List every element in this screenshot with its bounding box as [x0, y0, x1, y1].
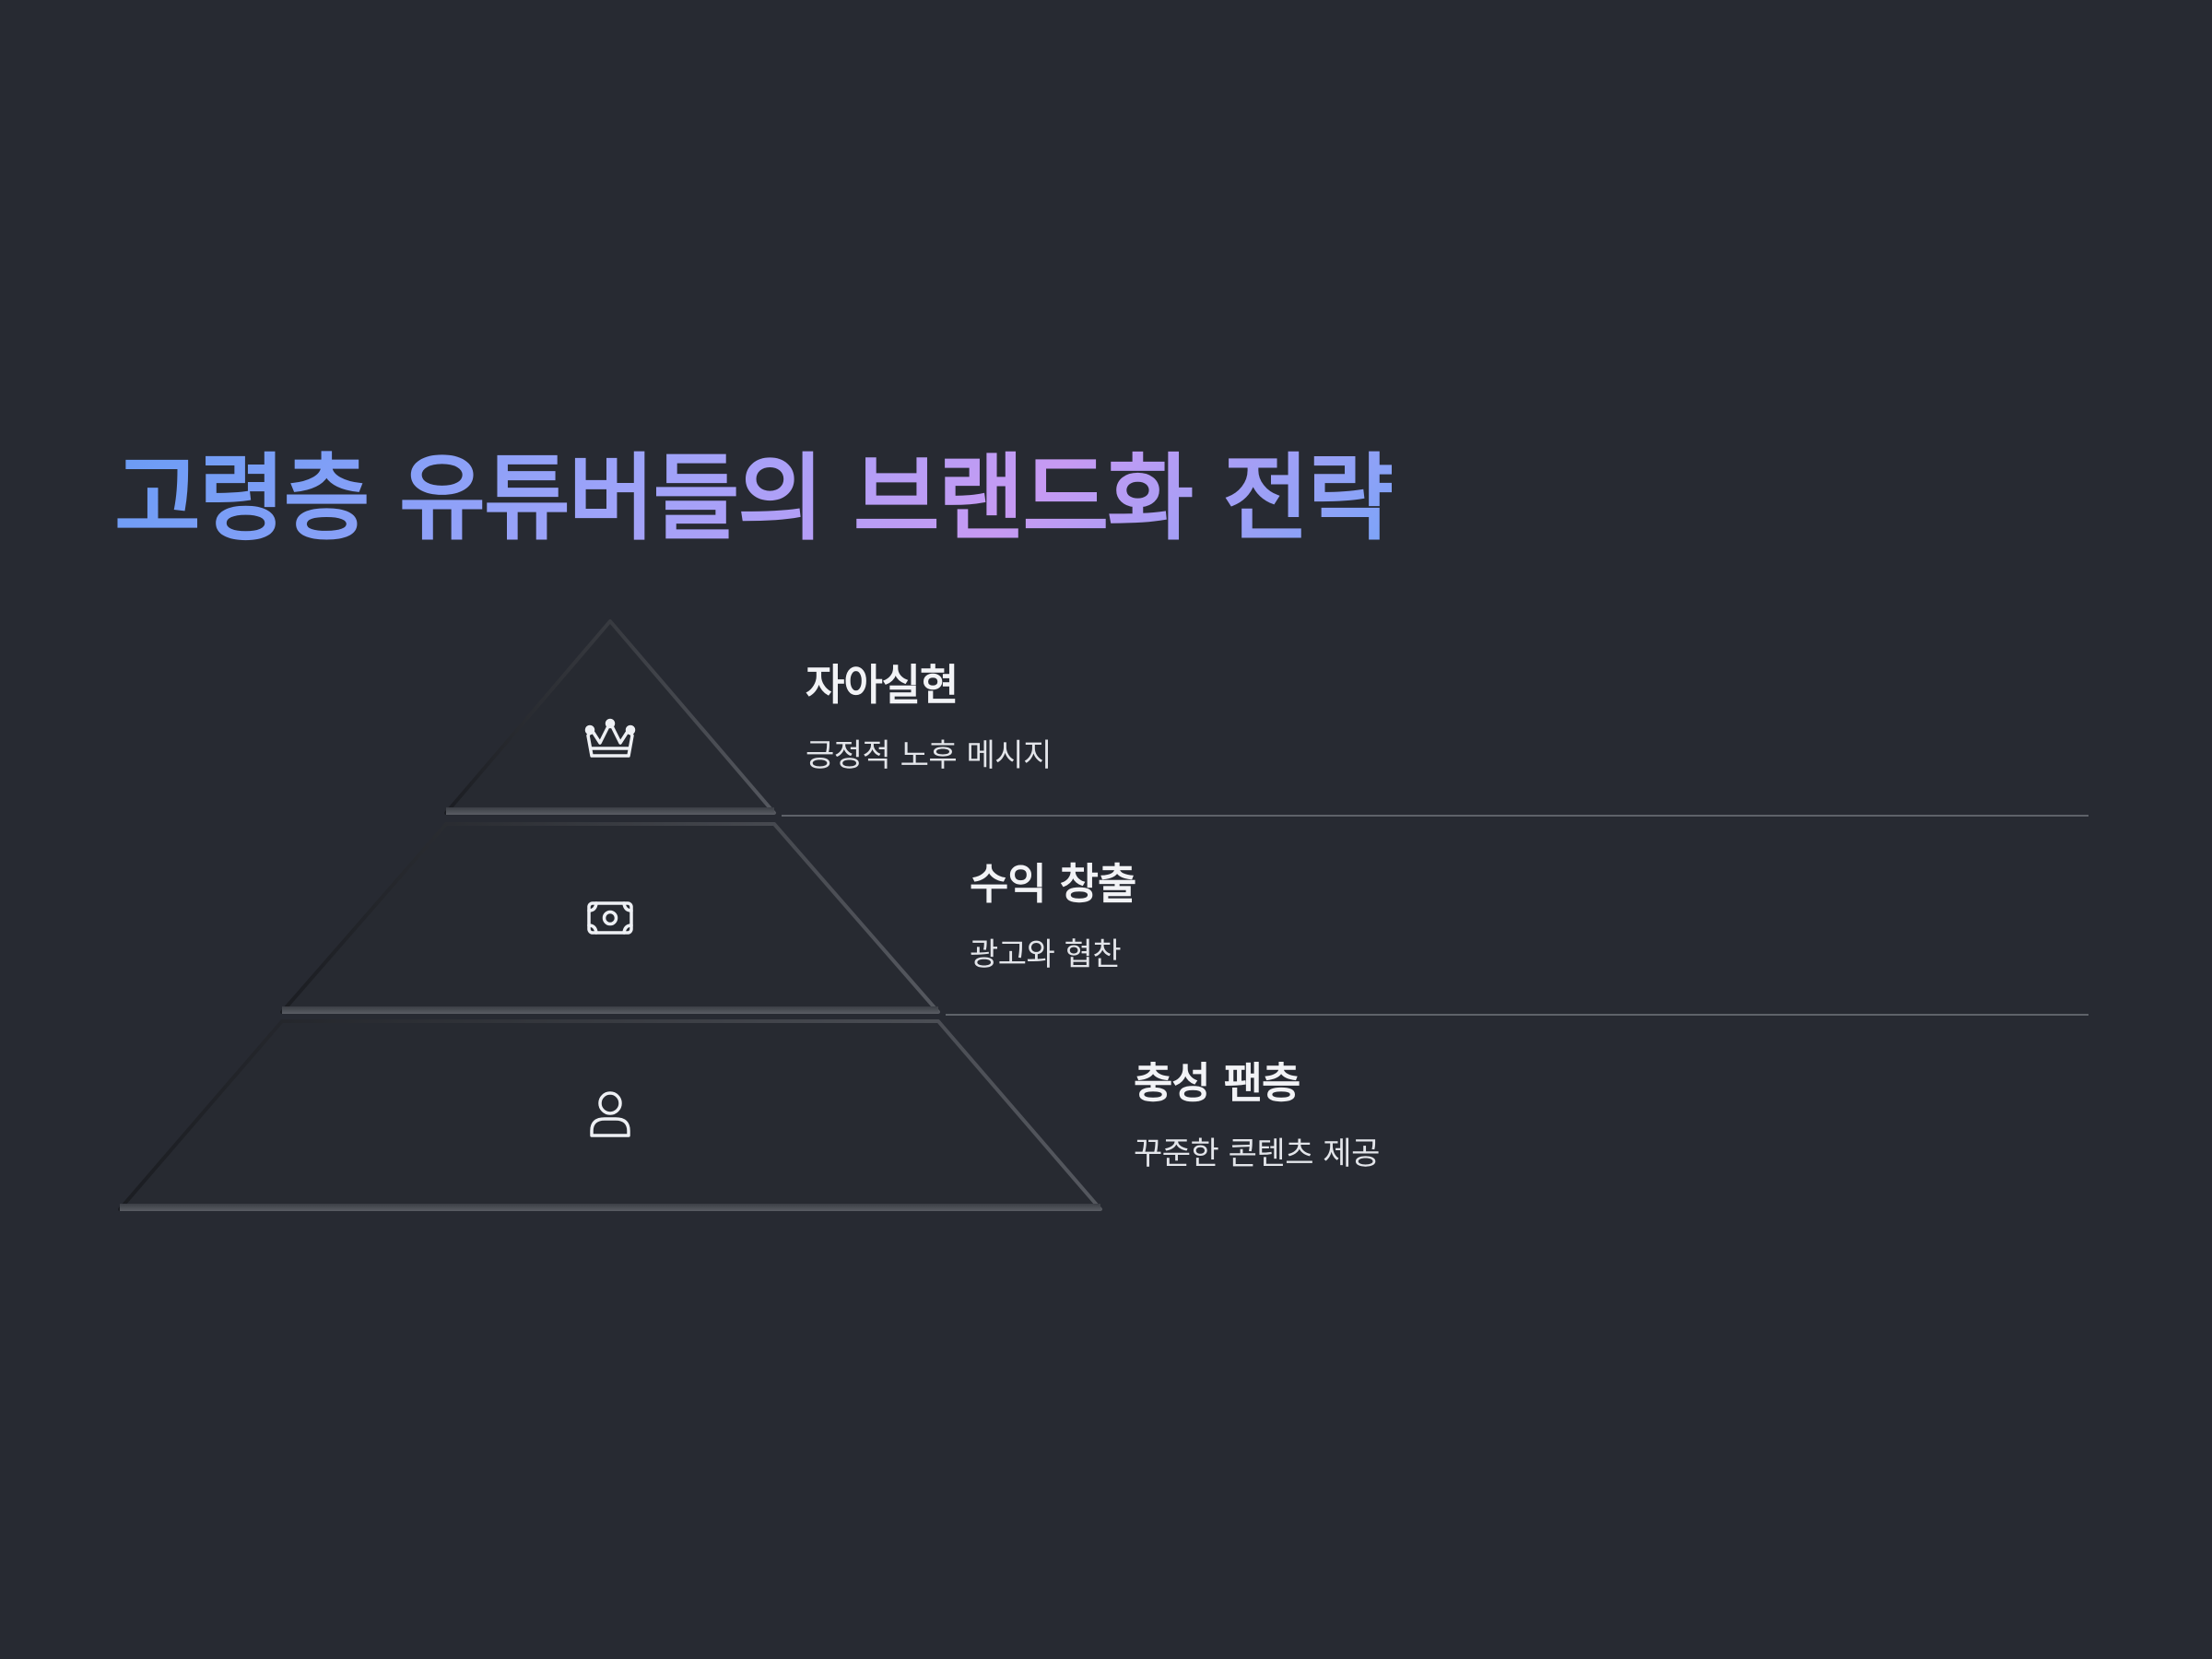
separator-line — [946, 1014, 2088, 1016]
level-desc-loyal-fans: 꾸준한 콘텐츠 제공 — [1134, 1135, 1380, 1172]
person-icon — [590, 1091, 630, 1137]
level-title-loyal-fans: 충성 팬층 — [1134, 1058, 1300, 1108]
money-bill-icon — [587, 901, 633, 935]
page-title: 고령층 유튜버들의 브랜드화 전략 — [114, 444, 1394, 554]
pyramid-tier-middle — [280, 822, 940, 1014]
crown-icon — [584, 718, 636, 758]
level-desc-revenue: 광고와 협찬 — [970, 936, 1122, 973]
separator-line — [782, 815, 2088, 817]
level-desc-self-actualization: 긍정적 노후 메시지 — [806, 737, 1052, 774]
level-title-self-actualization: 자아실현 — [806, 660, 959, 710]
pyramid-tier-top — [444, 619, 776, 815]
level-title-revenue: 수익 창출 — [970, 859, 1136, 909]
pyramid-tier-bottom — [118, 1019, 1102, 1211]
